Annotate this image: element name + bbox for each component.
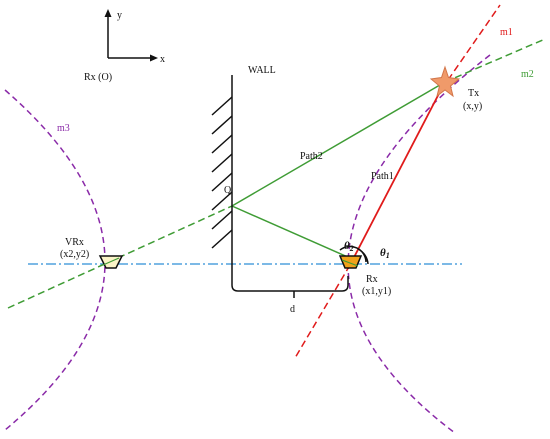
m3-label: m3 (57, 123, 70, 134)
rx-antenna-hatch (341, 259, 359, 267)
m1-label: m1 (500, 27, 513, 38)
hyperbola-m3 (4, 89, 106, 431)
distance-label: d (290, 304, 295, 315)
distance-bracket (231, 276, 349, 292)
path2-label: Path2 (300, 151, 323, 162)
theta2-arc (339, 245, 367, 263)
line-m1-upper (447, 4, 501, 81)
path2-incident-line (231, 81, 446, 207)
wall-hatching (211, 96, 233, 249)
tx-label: Tx (468, 88, 479, 99)
y-axis-label: y (117, 10, 122, 21)
line-m2-right (444, 38, 546, 83)
vrx-coords: (x2,y2) (60, 249, 89, 260)
axes-indicator: y x Rx (O) (84, 9, 165, 83)
theta2-label: θ2 (344, 240, 354, 253)
wall-label: WALL (248, 65, 276, 76)
x-axis-label: x (160, 54, 165, 65)
path1-line (349, 81, 446, 266)
vrx-label: VRx (65, 237, 84, 248)
rx-coords: (x1,y1) (362, 286, 391, 297)
y-axis-arrow-icon (104, 9, 112, 17)
line-m1-lower (294, 264, 351, 359)
origin-label: Rx (O) (84, 72, 112, 83)
path1-label: Path1 (371, 171, 394, 182)
vrx-antenna-hatch (102, 257, 120, 266)
theta1-label: θ1 (380, 247, 390, 260)
reflection-point-label: Q (224, 185, 232, 196)
rx-label: Rx (366, 274, 378, 285)
path2-reflected-line (231, 205, 351, 259)
hyperbola-m2-curve (347, 54, 491, 434)
tx-coords: (x,y) (463, 101, 482, 112)
m2-label: m2 (521, 69, 534, 80)
x-axis-arrow-icon (150, 54, 158, 62)
tx-star-icon (429, 65, 461, 98)
